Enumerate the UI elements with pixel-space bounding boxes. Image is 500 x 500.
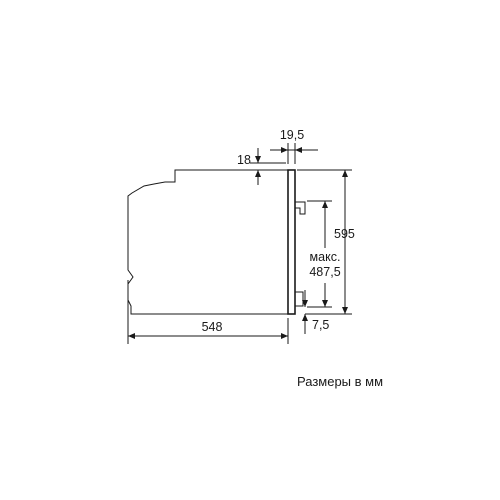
oven-body-outline bbox=[127, 169, 289, 315]
oven-front-panel bbox=[287, 169, 296, 315]
dim-487-5-arrow-bottom bbox=[322, 300, 328, 307]
dimension-487-5: макс. 487,5 bbox=[307, 200, 341, 308]
dim-487-5-max-label: макс. bbox=[310, 250, 341, 264]
oven-bottom-foot bbox=[294, 291, 304, 307]
dim-595-arrow-bottom bbox=[342, 307, 348, 314]
dim-548-label: 548 bbox=[202, 320, 223, 334]
dim-487-5-arrow-top bbox=[322, 201, 328, 208]
dim-7-5-arrow-bottom bbox=[302, 314, 308, 321]
dim-19-5-arrow-right bbox=[295, 147, 302, 153]
dim-595-label: 595 bbox=[334, 227, 355, 241]
dim-19-5-label: 19,5 bbox=[280, 128, 304, 142]
dim-548-arrow-right bbox=[281, 333, 288, 339]
dimension-548: 548 bbox=[127, 280, 289, 344]
oven-handle bbox=[295, 201, 306, 215]
dim-7-5-label: 7,5 bbox=[312, 318, 329, 332]
dimension-7-5: 7,5 bbox=[302, 290, 329, 334]
units-caption: Размеры в мм bbox=[297, 374, 383, 389]
dim-19-5-arrow-left bbox=[281, 147, 288, 153]
dim-7-5-arrow-top bbox=[302, 300, 308, 307]
oven-side-profile bbox=[127, 169, 306, 315]
dim-548-arrow-left bbox=[128, 333, 135, 339]
dimension-18: 18 bbox=[237, 148, 286, 185]
dim-18-label: 18 bbox=[237, 153, 251, 167]
dimension-19-5: 19,5 bbox=[270, 128, 318, 164]
dim-18-arrow-bottom bbox=[255, 170, 261, 177]
dim-487-5-label: 487,5 bbox=[309, 265, 340, 279]
dim-595-arrow-top bbox=[342, 170, 348, 177]
dim-18-arrow-top bbox=[255, 156, 261, 163]
dimension-595: 595 bbox=[297, 169, 355, 315]
